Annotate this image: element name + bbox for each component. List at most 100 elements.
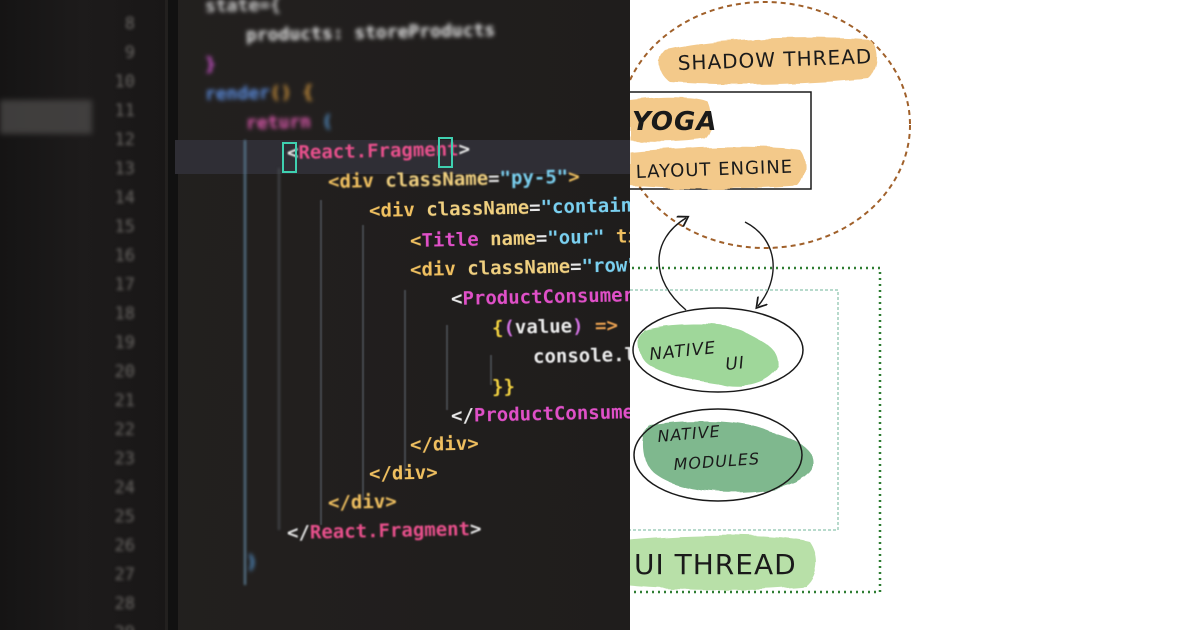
- code-token: >: [469, 517, 482, 540]
- shadow-thread-highlight: [659, 37, 877, 85]
- code-token: =: [569, 255, 582, 278]
- code-token: </: [286, 521, 311, 544]
- code-line: <Title name="our" title="products": [410, 221, 630, 251]
- indent-guide: [490, 355, 492, 385]
- code-token: "container">: [540, 193, 630, 219]
- line-number: 19: [114, 333, 135, 353]
- code-token: React.Fragment: [309, 517, 471, 544]
- indent-guide: [362, 225, 364, 500]
- code-line: <ProductConsumer>: [451, 284, 630, 310]
- code-token: => {: [594, 314, 630, 338]
- layout-engine-highlight: [630, 146, 806, 189]
- code-line: </div>: [328, 491, 397, 514]
- code-token: >: [458, 138, 471, 161]
- bracket-match-cursor-end: [438, 137, 453, 168]
- line-number: 15: [114, 217, 135, 237]
- code-token: () {: [269, 81, 314, 104]
- code-line: </ProductConsumer>: [451, 400, 630, 426]
- code-token: ): [571, 315, 584, 338]
- code-line: console.log(value): [533, 342, 630, 368]
- threads-diagram-panel: SHADOW THREAD YOGA LAYOUT ENGINE NATIVE …: [630, 0, 1200, 630]
- code-token: >: [567, 165, 580, 189]
- code-token: }: [204, 54, 217, 76]
- code-token: <div: [327, 169, 386, 194]
- line-number: 13: [114, 159, 135, 179]
- native-ui-label-line2: UI: [724, 353, 745, 375]
- code-token: </div>: [368, 461, 438, 486]
- code-line: </div>: [369, 462, 438, 485]
- line-number: 11: [114, 101, 135, 121]
- code-token: "our": [547, 225, 617, 249]
- code-line: state={: [205, 0, 281, 17]
- code-line: ): [246, 551, 258, 573]
- code-token: value: [514, 315, 573, 339]
- ui-thread-box: [630, 266, 882, 594]
- code-token: "row">: [581, 253, 630, 278]
- code-token: return: [245, 111, 312, 134]
- code-line: }: [205, 54, 216, 75]
- line-number: 20: [114, 362, 135, 382]
- line-number: 16: [114, 246, 135, 266]
- current-line-highlight: [175, 140, 630, 174]
- code-editor: state={ products: storeProducts} render() …: [205, 0, 630, 585]
- bracket-match-cursor: [282, 142, 297, 173]
- code-token: (: [310, 110, 333, 133]
- code-token: className: [466, 255, 571, 280]
- line-number: 17: [114, 275, 135, 295]
- gutter-separator: [168, 0, 178, 630]
- line-number-gutter: [0, 0, 165, 630]
- yoga-highlight: [630, 97, 712, 142]
- code-token: ): [245, 550, 258, 573]
- code-token: "py-5": [499, 166, 569, 190]
- code-line: products: storeProducts: [246, 20, 496, 46]
- code-token: React.Fragment: [298, 138, 459, 164]
- arrow-down: [744, 221, 774, 306]
- line-number: 14: [114, 188, 135, 208]
- yoga-label: YOGA: [632, 107, 717, 137]
- indent-guide: [244, 140, 246, 585]
- line-number: 18: [114, 304, 135, 324]
- code-token: </div>: [409, 432, 479, 456]
- ui-thread-label: UI THREAD: [634, 548, 797, 581]
- code-token: ProductConsumer>: [462, 283, 630, 310]
- line-number: 23: [114, 449, 135, 469]
- indent-guide: [278, 168, 280, 530]
- code-token: className: [384, 167, 489, 192]
- code-token: name: [489, 226, 537, 250]
- line-number: 28: [114, 594, 135, 614]
- line-number: 8: [124, 14, 135, 34]
- code-token: state={: [204, 0, 282, 17]
- line-number: 9: [124, 43, 135, 63]
- code-line: <div className="row">: [410, 254, 630, 281]
- line-number: 21: [114, 391, 135, 411]
- code-token: products:: [245, 22, 355, 47]
- code-line: <div className="container">: [369, 194, 630, 222]
- line-number: 12: [114, 130, 135, 150]
- code-line: render() {: [205, 81, 314, 104]
- code-line: <div className="py-5">: [328, 166, 580, 193]
- code-token: Title: [421, 227, 491, 252]
- line-number: 26: [114, 536, 135, 556]
- ui-thread-highlight: [630, 535, 817, 590]
- code-line: {(value) => {: [492, 314, 630, 339]
- code-line: return (: [246, 111, 333, 134]
- indent-guide: [404, 290, 406, 475]
- code-token: ProductConsumer>: [473, 400, 630, 427]
- native-modules-oval: [633, 408, 803, 502]
- yoga-box: [630, 91, 812, 190]
- shadow-thread-oval: [630, 1, 911, 249]
- line-number: 22: [114, 420, 135, 440]
- code-token: =: [487, 167, 500, 190]
- native-ui-highlight: [639, 324, 779, 387]
- code-line: </div>: [410, 433, 479, 456]
- code-token: <div: [409, 257, 468, 281]
- indent-guide: [320, 200, 322, 525]
- code-token: </div>: [327, 490, 397, 515]
- native-ui-oval: [632, 307, 804, 393]
- ui-thread-inner-box: [630, 289, 839, 531]
- line-number: 10: [114, 72, 135, 92]
- code-token: title="products": [615, 221, 630, 248]
- gutter-highlight: [0, 100, 92, 134]
- threads-diagram: SHADOW THREAD YOGA LAYOUT ENGINE NATIVE …: [630, 1, 911, 594]
